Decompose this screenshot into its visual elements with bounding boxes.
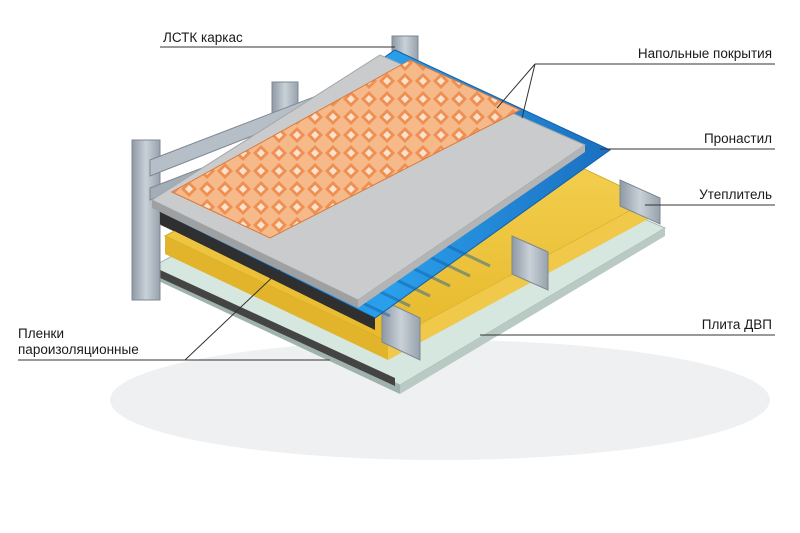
label-vapor-films-line1: Пленки <box>18 326 64 341</box>
label-floor-covering: Напольные покрытия <box>637 46 772 61</box>
leader-lines <box>18 46 775 361</box>
label-decking: Пронастил <box>703 131 772 146</box>
label-fiberboard: Плита ДВП <box>701 317 772 332</box>
ground-shadow <box>110 340 770 460</box>
floor-covering-layer <box>170 59 522 239</box>
joists <box>381 179 661 361</box>
label-insulation: Утеплитель <box>699 187 772 202</box>
label-frame: ЛСТК каркас <box>163 30 243 45</box>
label-vapor-films-line2: пароизоляционные <box>18 342 139 357</box>
